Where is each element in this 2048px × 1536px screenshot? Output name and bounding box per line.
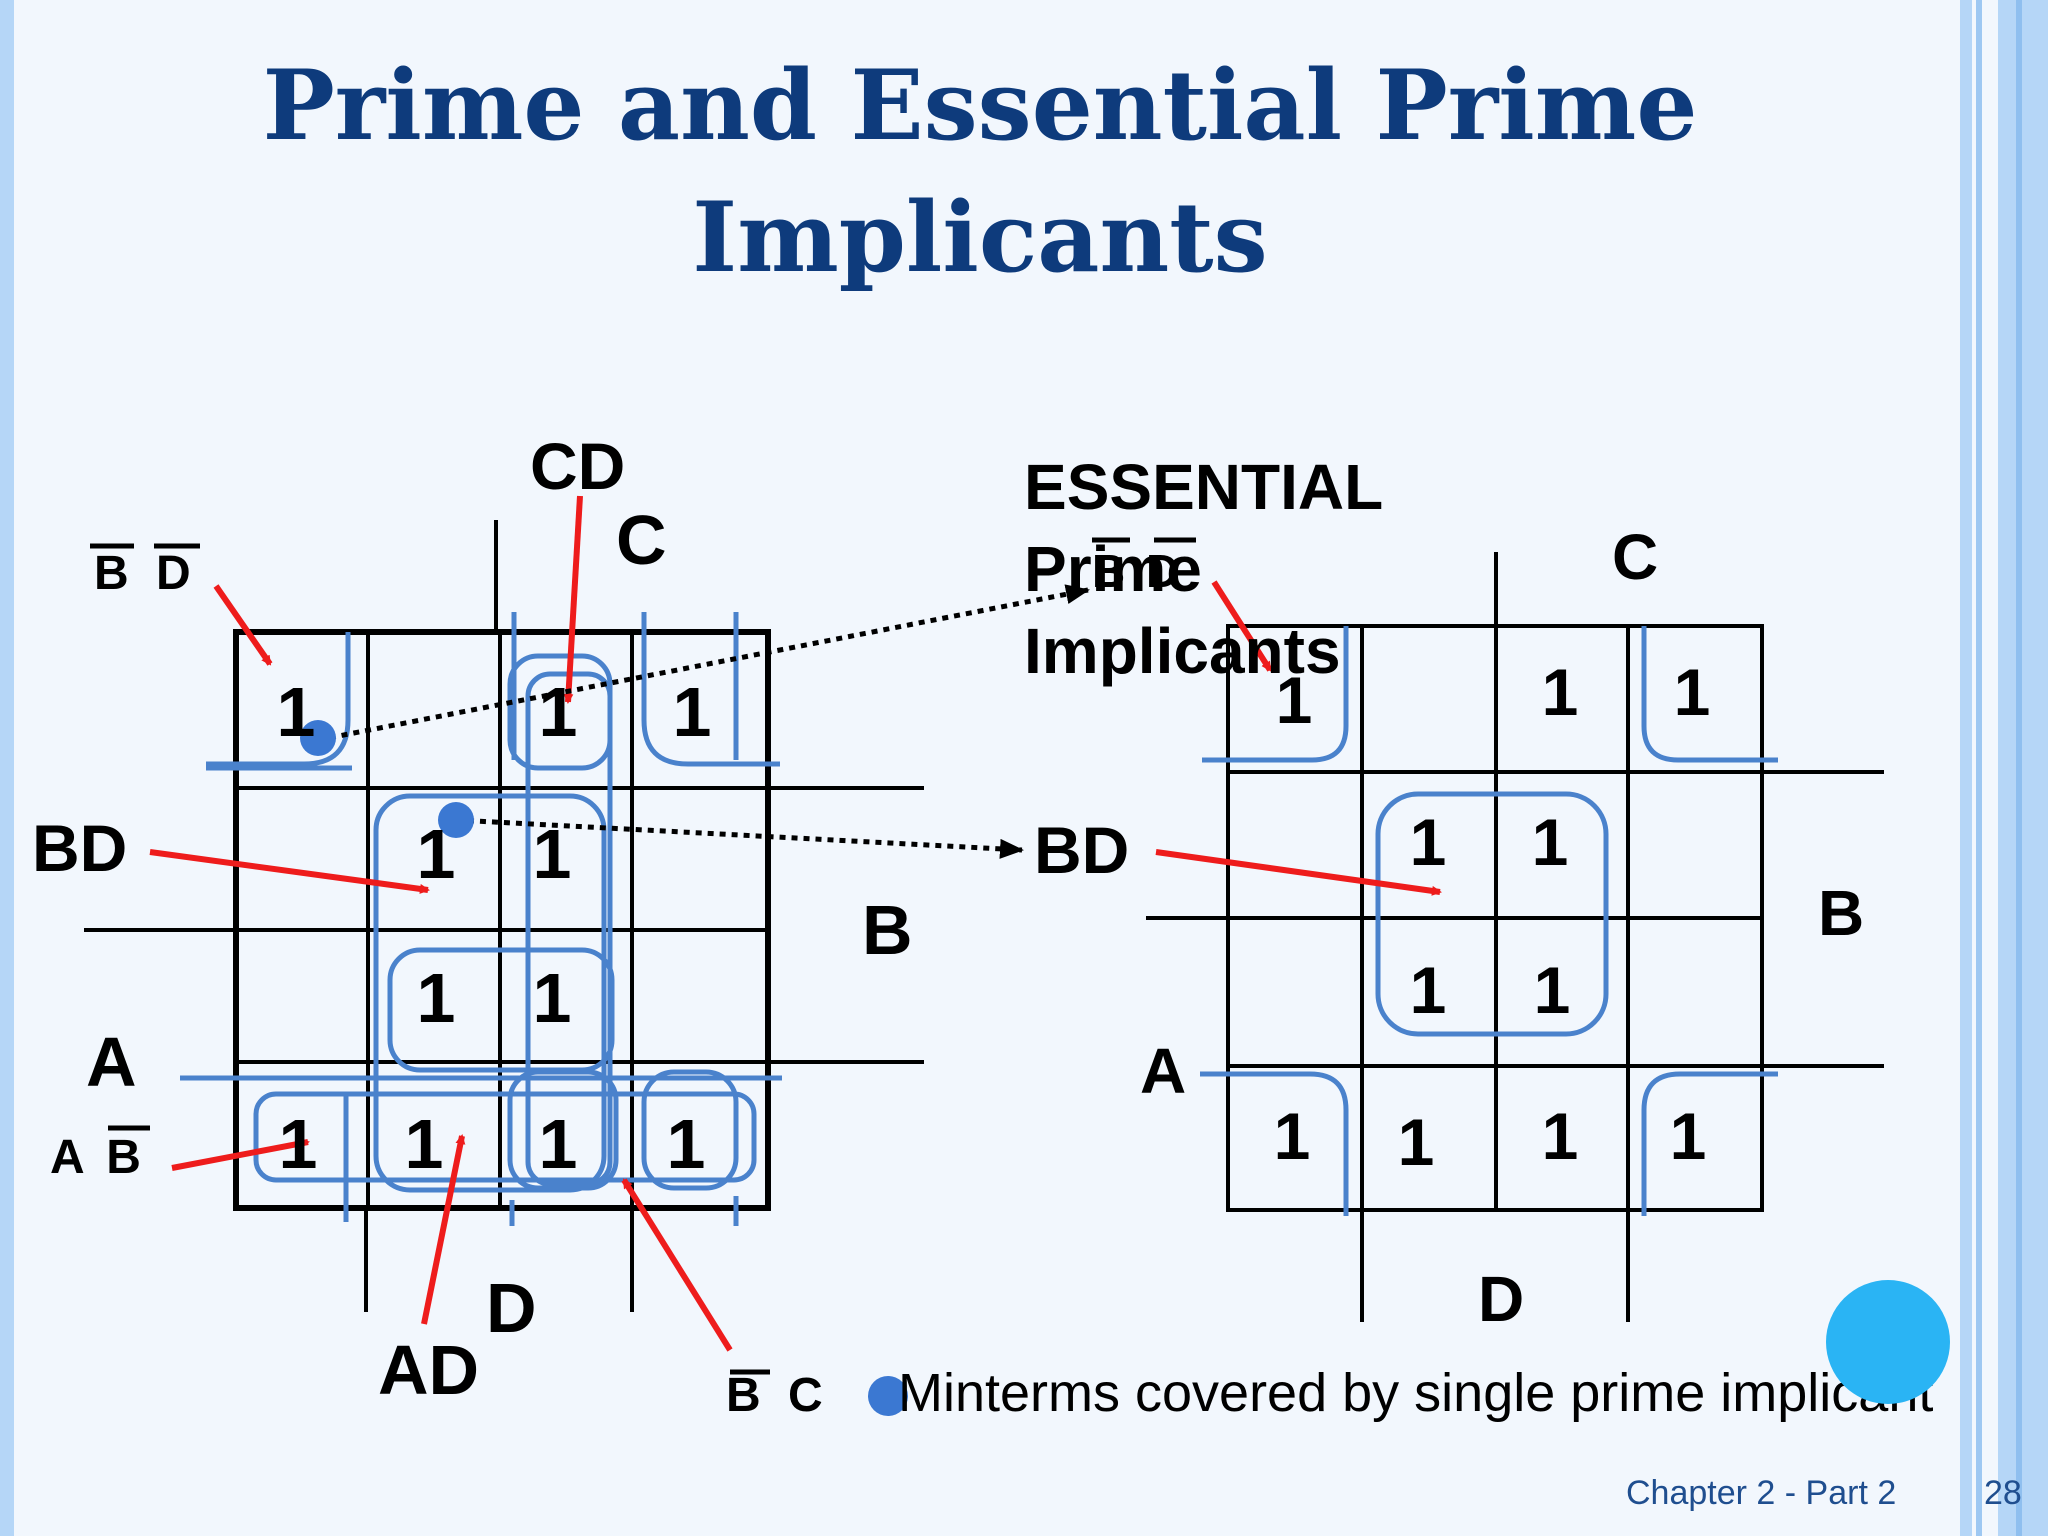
right-cell: 1 (1409, 953, 1447, 1027)
right-cell: 1 (1275, 663, 1313, 737)
left-cell: 1 (278, 1105, 318, 1183)
right-cell: 1 (1409, 805, 1447, 879)
left-label-cd: CD (530, 429, 626, 503)
left-cell: 1 (538, 673, 578, 751)
left-cell: 1 (416, 815, 456, 893)
right-cell: 1 (1273, 1099, 1311, 1173)
left-cell: 1 (416, 959, 456, 1037)
left-cell: 1 (538, 1105, 578, 1183)
right-cell: 1 (1541, 1099, 1579, 1173)
right-cell: 1 (1673, 655, 1711, 729)
footer-page-number: 28 (1984, 1474, 2022, 1512)
left-label-ab-bar: A B (50, 1131, 141, 1184)
right-label-bd-bar: B D (1092, 545, 1180, 597)
title-line-1: Prime and Essential Prime (262, 49, 1698, 162)
left-label-c: C (616, 501, 667, 579)
right-label-d: D (1478, 1263, 1525, 1335)
left-label-bc-bar: B C (726, 1369, 823, 1422)
left-label-b: B (862, 891, 913, 969)
right-cell: 1 (1669, 1099, 1707, 1173)
right-label-a: A (1140, 1035, 1187, 1107)
footer-chapter: Chapter 2 - Part 2 (1626, 1474, 1897, 1512)
left-label-ad: AD (378, 1331, 480, 1409)
left-label-a: A (86, 1023, 137, 1101)
left-cell: 1 (672, 673, 712, 751)
right-label-bd: BD (1034, 813, 1130, 887)
legend-dot-icon (868, 1376, 908, 1416)
left-edge-bar (0, 0, 14, 1536)
left-label-d: D (486, 1269, 537, 1347)
title-line-2: Implicants (692, 181, 1268, 294)
right-label-b: B (1818, 877, 1865, 949)
slide-marker-dot-icon (1826, 1280, 1950, 1404)
left-cell: 1 (404, 1105, 444, 1183)
left-cell: 1 (276, 673, 316, 751)
right-heading: ESSENTIAL Prime Implicants (1024, 451, 1382, 687)
right-cell: 1 (1541, 655, 1579, 729)
right-label-c: C (1612, 521, 1659, 593)
legend-text: Minterms covered by single prime implica… (898, 1363, 1934, 1423)
left-cell: 1 (666, 1105, 706, 1183)
page-title: Prime and Essential Prime Implicants (180, 40, 1780, 304)
right-cell: 1 (1531, 805, 1569, 879)
left-label-bd: BD (32, 811, 128, 885)
right-cell: 1 (1397, 1105, 1435, 1179)
left-cell: 1 (532, 815, 572, 893)
left-label-bd-bar: B D (94, 547, 191, 600)
left-cell: 1 (532, 959, 572, 1037)
right-cell: 1 (1533, 953, 1571, 1027)
right-edge-bars (1960, 0, 2048, 1536)
